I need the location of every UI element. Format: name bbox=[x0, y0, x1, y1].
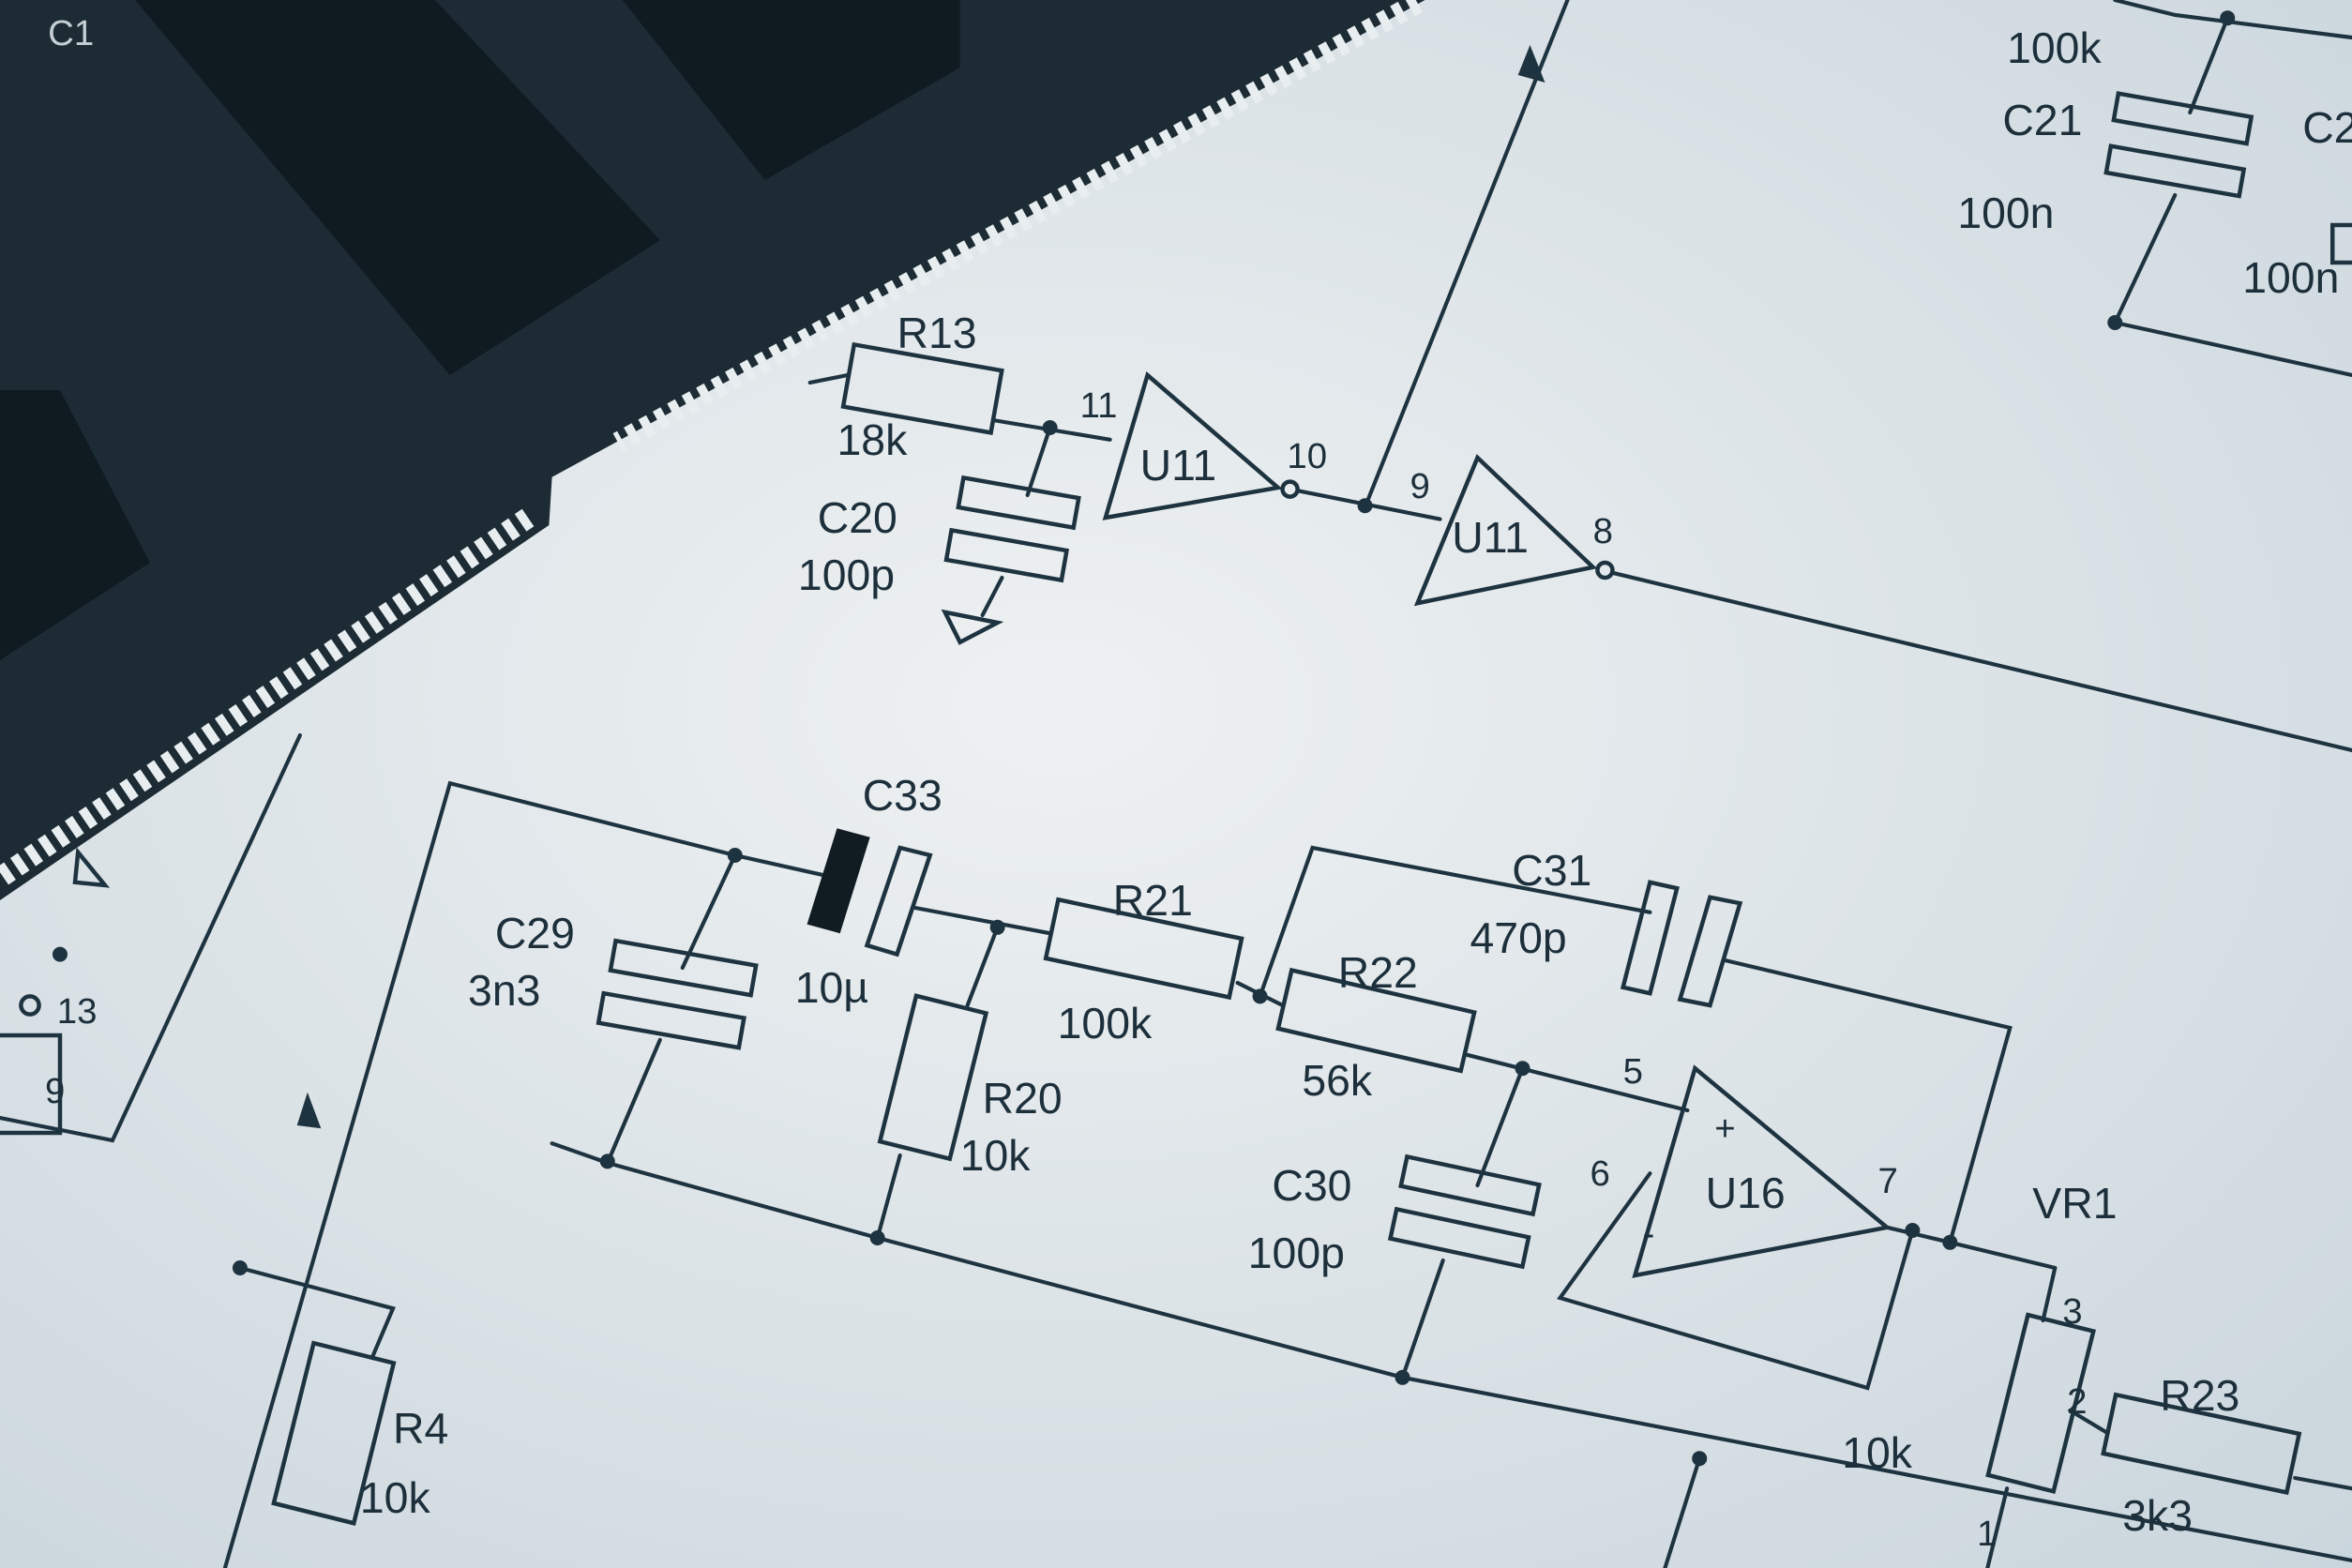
memory-module: C1 bbox=[0, 0, 1425, 900]
label: 3 bbox=[2062, 1291, 2082, 1332]
opamp-u16 bbox=[1632, 1064, 1892, 1278]
label: 10k bbox=[360, 1473, 431, 1522]
memory-chip bbox=[134, 0, 660, 375]
label: U11 bbox=[1452, 513, 1529, 562]
arrow-icon bbox=[1517, 45, 1545, 83]
arrow-icon bbox=[72, 847, 111, 888]
buffer-u11b bbox=[1413, 454, 1598, 607]
capacitor-c20-plate bbox=[956, 475, 1081, 531]
bottom-circuit bbox=[0, 732, 2352, 1568]
label: 100p bbox=[1248, 1229, 1345, 1277]
capacitor-c21-plate bbox=[2111, 91, 2254, 146]
resistor-r23 bbox=[2101, 1392, 2302, 1496]
label: C20 bbox=[818, 493, 897, 542]
capacitor-c31-plate bbox=[1620, 880, 1680, 996]
buffer-u11a bbox=[1102, 371, 1283, 520]
label: R13 bbox=[897, 309, 976, 357]
label: 5 bbox=[1623, 1051, 1643, 1092]
resistor-r4 bbox=[271, 1340, 397, 1526]
capacitor-c33-plate bbox=[864, 845, 933, 957]
label: 100n bbox=[2242, 253, 2339, 302]
label: 8 bbox=[1593, 511, 1613, 551]
pcb-label: C1 bbox=[48, 13, 94, 53]
resistor-r20 bbox=[877, 993, 989, 1162]
capacitor-c29-plate bbox=[596, 990, 746, 1050]
edge-contacts bbox=[612, 0, 1423, 452]
label: C29 bbox=[495, 909, 575, 957]
label: VR1 bbox=[2032, 1179, 2117, 1228]
capacitor-c20-plate bbox=[943, 527, 1070, 583]
label: 7 bbox=[1878, 1161, 1898, 1201]
label: 10µ bbox=[795, 963, 868, 1012]
label: R21 bbox=[1113, 876, 1193, 925]
label: - bbox=[1642, 1214, 1654, 1254]
label: 10 bbox=[1287, 436, 1327, 476]
label: C21 bbox=[2002, 96, 2082, 144]
label: 100p bbox=[798, 550, 895, 599]
label: 56k bbox=[1302, 1056, 1373, 1105]
memory-chip bbox=[622, 0, 960, 180]
label: U16 bbox=[1706, 1168, 1786, 1217]
arrow-icon bbox=[296, 1092, 322, 1129]
capacitor-c30-plate bbox=[1398, 1153, 1542, 1217]
ground-icon bbox=[941, 609, 1004, 645]
label: R22 bbox=[1338, 948, 1418, 997]
label: R23 bbox=[2160, 1371, 2239, 1420]
capacitor-c21-plate bbox=[2103, 143, 2247, 199]
resistor-r22 bbox=[1275, 967, 1477, 1074]
label: 3n3 bbox=[468, 966, 540, 1015]
label: 2 bbox=[2067, 1381, 2087, 1422]
label: R4 bbox=[393, 1404, 448, 1453]
label: 1 bbox=[1977, 1514, 1997, 1554]
label: U11 bbox=[1140, 441, 1217, 490]
label: 9 bbox=[1410, 466, 1430, 506]
edge-contacts bbox=[0, 508, 535, 887]
label: 6 bbox=[1590, 1153, 1609, 1194]
top-circuit bbox=[807, 0, 2352, 753]
label: 11 bbox=[1080, 385, 1118, 426]
capacitor-c33-plate bbox=[807, 828, 870, 934]
label: C2 bbox=[2302, 103, 2352, 152]
capacitor-c30-plate bbox=[1387, 1206, 1531, 1270]
capacitor-c31-plate bbox=[1677, 895, 1743, 1008]
label: R20 bbox=[983, 1074, 1063, 1123]
label: 3k3 bbox=[2122, 1491, 2193, 1540]
label: C31 bbox=[1512, 846, 1591, 895]
label: 470p bbox=[1470, 913, 1567, 962]
resistor-r21 bbox=[1043, 897, 1244, 1001]
label: 100k bbox=[1058, 999, 1153, 1048]
label: 100n bbox=[1957, 188, 2054, 237]
label: 9 bbox=[45, 1071, 65, 1111]
capacitor-c29-plate bbox=[608, 938, 759, 998]
label: 10k bbox=[1842, 1428, 1913, 1477]
label: 100k bbox=[2007, 23, 2102, 72]
schematic-labels: 100k C21 100n C2 100n R13 18k 11 U11 10 … bbox=[45, 23, 2352, 1554]
label: C30 bbox=[1272, 1161, 1351, 1210]
label: C33 bbox=[863, 771, 942, 820]
label: 18k bbox=[837, 415, 909, 464]
label: 10k bbox=[960, 1131, 1032, 1180]
memory-chip bbox=[0, 390, 150, 660]
label: + bbox=[1714, 1108, 1735, 1149]
label: 13 bbox=[57, 991, 98, 1032]
